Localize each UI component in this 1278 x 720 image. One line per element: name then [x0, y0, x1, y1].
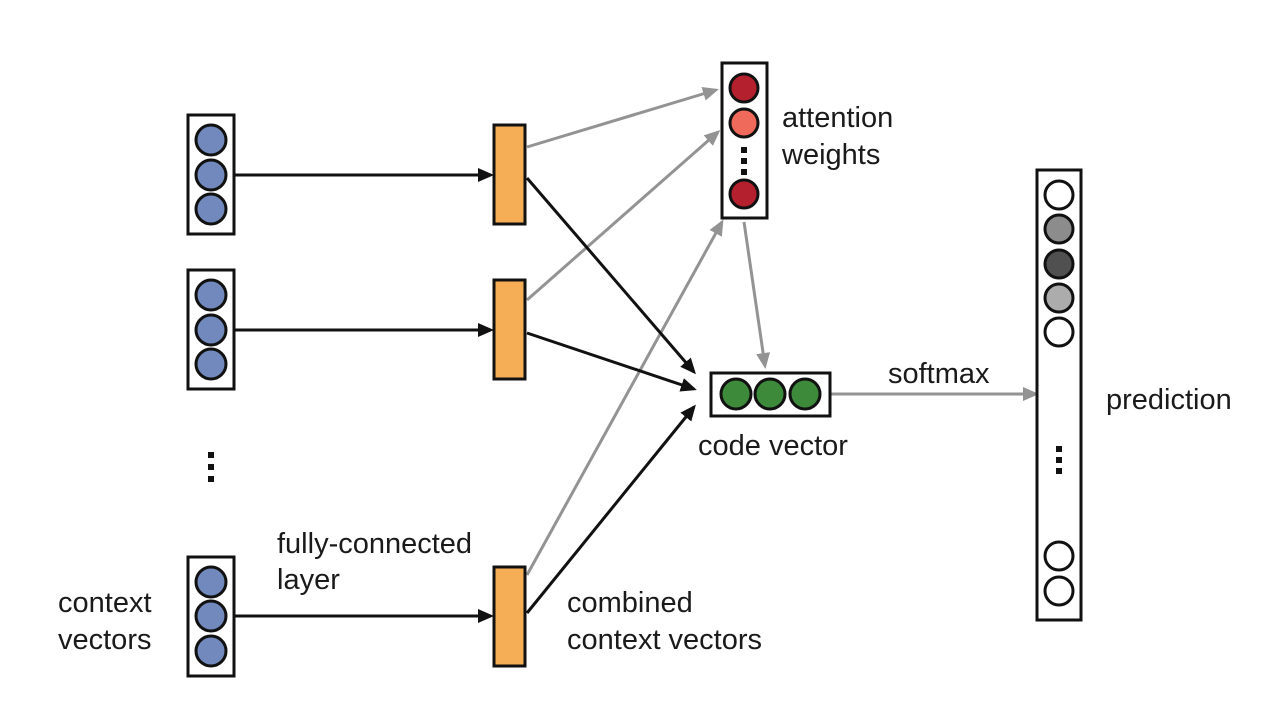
context-node — [194, 599, 228, 633]
prediction-node — [1043, 540, 1075, 572]
prediction-node — [1043, 282, 1075, 314]
prediction-vector — [1035, 168, 1083, 622]
fully-connected-label-line1: fully-connected — [277, 528, 472, 560]
attention-weight-node — [728, 178, 760, 210]
arrow-combined2-to-attention — [526, 130, 721, 302]
attention-weights-label-line1: attention — [782, 102, 893, 134]
context-node — [194, 278, 228, 312]
code-vector — [709, 371, 832, 418]
code-vector-node — [788, 377, 822, 411]
prediction-node — [1043, 316, 1075, 348]
arrow-combined2-to-code-vector — [526, 331, 697, 392]
code-vector-node — [753, 377, 787, 411]
context-node — [194, 565, 228, 599]
arrow-combined3-to-code-vector — [525, 404, 696, 614]
attention-weight-node — [728, 107, 760, 139]
prediction-node — [1043, 179, 1075, 211]
arrow-attention-to-code-vector — [742, 221, 771, 369]
vertical-ellipsis-icon — [741, 147, 747, 175]
combined-context-vector-1 — [492, 123, 527, 226]
fully-connected-label-line2: layer — [277, 564, 340, 596]
combine-to-code-vector-arrows — [525, 177, 697, 614]
context-vector-1 — [186, 113, 236, 236]
prediction-label: prediction — [1106, 384, 1232, 416]
context-node — [194, 158, 228, 192]
context-node — [194, 347, 228, 381]
arrow-combined1-to-attention — [526, 87, 719, 149]
combined-context-vectors-label-line1: combined — [567, 587, 693, 619]
prediction-node — [1043, 248, 1075, 280]
attention-input-arrows — [525, 87, 724, 576]
context-vector-2 — [186, 268, 236, 391]
arrow-combined1-to-code-vector — [525, 177, 696, 375]
softmax-label: softmax — [888, 358, 990, 390]
prediction-node — [1043, 213, 1075, 245]
fully-connected-arrows — [235, 168, 494, 623]
context-vectors-label-line1: context — [58, 587, 152, 619]
attention-weights-label-line2: weights — [781, 139, 880, 171]
arrow-combined3-to-attention — [525, 219, 724, 576]
code-vector-node — [719, 377, 753, 411]
context-node — [194, 313, 228, 347]
attention-weight-node — [728, 72, 760, 104]
vertical-ellipsis-icon — [208, 452, 214, 482]
vertical-ellipsis-icon — [1056, 446, 1062, 474]
context-node — [194, 123, 228, 157]
context-vectors-label-line2: vectors — [58, 624, 151, 656]
combined-context-vector-2 — [492, 278, 527, 381]
combined-context-vector-3 — [492, 565, 527, 668]
combined-context-vectors-label-line2: context vectors — [567, 624, 762, 656]
context-node — [194, 634, 228, 668]
context-node — [194, 192, 228, 226]
attention-weights-vector — [720, 61, 769, 220]
prediction-node — [1043, 575, 1075, 607]
context-vector-3 — [186, 555, 236, 678]
code-vector-label: code vector — [698, 430, 848, 462]
